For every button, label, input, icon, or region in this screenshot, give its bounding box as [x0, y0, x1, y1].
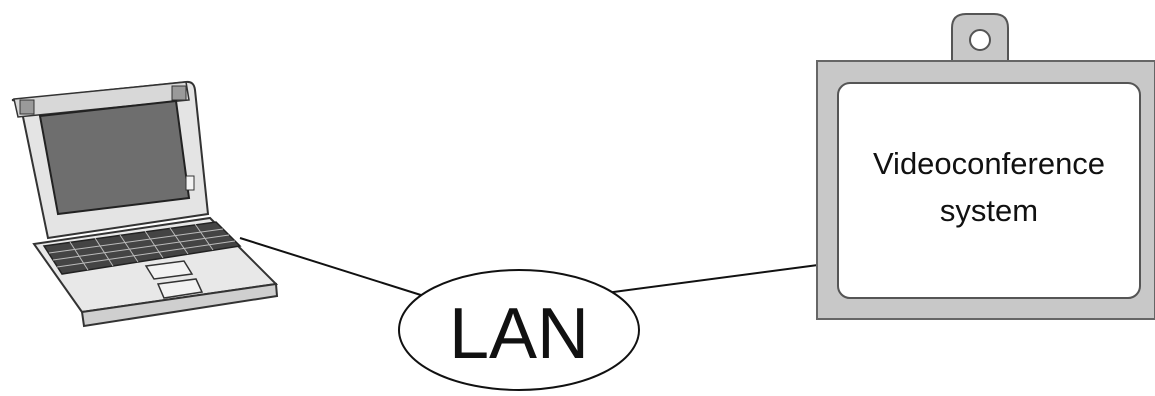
laptop-base-front [80, 282, 279, 328]
laptop-hinge-right [171, 85, 187, 101]
laptop-display [38, 99, 191, 216]
mount-hole [969, 29, 991, 51]
laptop-lid-top [13, 81, 190, 118]
videoconference-label-line1: Videoconference [873, 146, 1105, 181]
screen-panel [837, 82, 1141, 299]
laptop-indicator [185, 175, 195, 191]
laptop-keys [48, 223, 236, 271]
lan-label: LAN [449, 294, 589, 374]
videoconference-label-line2: system [940, 193, 1038, 228]
laptop-trackpad [144, 260, 194, 280]
lan-ellipse [398, 269, 640, 391]
laptop-trackpad-button [156, 278, 204, 299]
laptop-icon [11, 80, 279, 328]
link-laptop-lan [239, 237, 425, 297]
laptop-keyboard [42, 221, 242, 275]
wall-mounted-screen-icon: Videoconference system [816, 13, 1155, 320]
laptop-hinge-left [19, 99, 35, 115]
lan-node: LAN [398, 269, 640, 391]
link-lan-videoconference [605, 264, 819, 294]
